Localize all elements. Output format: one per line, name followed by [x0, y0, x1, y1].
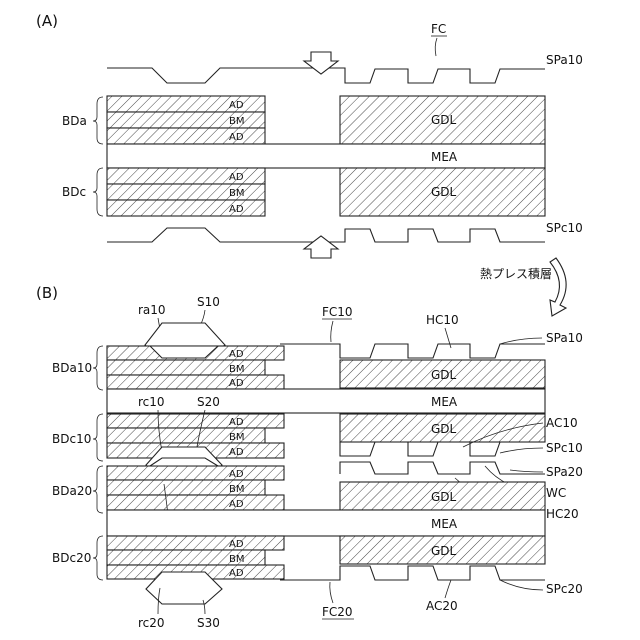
mea-label-a: MEA [431, 150, 458, 164]
separator-plate-b-spa20 [340, 462, 545, 474]
spa20-label-b: SPa20 [546, 465, 583, 479]
s30-label: S30 [197, 616, 220, 630]
ac20-leader [445, 580, 451, 598]
fc-leader [435, 38, 437, 56]
bm-label-b1: BM [229, 364, 245, 375]
ad-layer-b7 [107, 536, 284, 550]
fc10-label: FC10 [322, 305, 353, 319]
bm-label-b2: BM [229, 432, 245, 443]
ad-label-b1: AD [229, 349, 244, 360]
ad-label-b4: AD [229, 447, 244, 458]
ad-label-a2: AD [229, 132, 244, 143]
fc-label: FC [431, 22, 446, 36]
gdl-label-b2: GDL [431, 422, 457, 436]
ad-label-b5: AD [229, 469, 244, 480]
bda20-label: BDa20 [52, 484, 92, 498]
wc-label: WC [546, 486, 566, 500]
bda10-bracket [93, 346, 103, 390]
panel-a-title: (A) [36, 12, 58, 30]
bm-label-a1: BM [229, 116, 245, 127]
ad-label-b6: AD [229, 499, 244, 510]
fc20-label: FC20 [322, 605, 353, 619]
spc20-label-b: SPc20 [546, 582, 583, 596]
bm-label-b3: BM [229, 484, 245, 495]
ad-label-b3: AD [229, 417, 244, 428]
ad-layer-b2 [107, 375, 284, 389]
mea-layer-a [107, 144, 545, 168]
ra10-label: ra10 [138, 303, 166, 317]
hc20-label: HC20 [546, 507, 579, 521]
rc10-label: rc10 [138, 395, 165, 409]
separator-plate-b-top [280, 344, 545, 358]
ad-label-b8: AD [229, 568, 244, 579]
bdc20-bracket [93, 536, 103, 580]
hot-press-label: 熱プレス積層 [480, 266, 552, 281]
gdl-label-b1: GDL [431, 368, 457, 382]
bdc-label: BDc [62, 185, 86, 199]
separator-plate-b-bottom [280, 566, 545, 580]
spc10-leader-b [500, 448, 543, 453]
mea-label-b1: MEA [431, 395, 458, 409]
panel-a: (A) FC SPa10 BDa AD BM AD GDL MEA BDc [36, 12, 583, 258]
hc10-leader [445, 328, 451, 348]
bda-bracket [93, 97, 103, 144]
mea-label-b2: MEA [431, 517, 458, 531]
hc10-label: HC10 [426, 313, 459, 327]
curved-arrow-icon [550, 258, 566, 316]
bda20-bracket [93, 466, 103, 513]
bdc10-bracket [93, 414, 103, 461]
spc10-label-a: SPc10 [546, 221, 583, 235]
hot-press-step: 熱プレス積層 [480, 258, 566, 316]
spa10-leader-b [500, 338, 542, 344]
gdl-label-b4: GDL [431, 544, 457, 558]
mea-layer-b1 [107, 389, 545, 413]
ad-label-b2: AD [229, 378, 244, 389]
fc20-leader [330, 582, 333, 603]
mea-layer-b2 [107, 510, 545, 536]
s20-label: S20 [197, 395, 220, 409]
fc10-leader [331, 321, 333, 342]
bm-label-a2: BM [229, 188, 245, 199]
spa20-leader-b [510, 470, 543, 472]
bdc10-label: BDc10 [52, 432, 91, 446]
spc20-leader-b [500, 580, 543, 590]
press-arrow-down-icon [304, 52, 338, 74]
gdl-label-a-top: GDL [431, 113, 457, 127]
panel-b: (B) ra10 S10 FC10 HC10 SPa10 BDa10 AD BM… [36, 284, 583, 630]
seal-s20-core [150, 458, 218, 466]
bm-label-b4: BM [229, 554, 245, 565]
bda10-label: BDa10 [52, 361, 92, 375]
ad-layer-b3 [107, 414, 284, 428]
gdl-label-b3: GDL [431, 490, 457, 504]
spa10-label-b: SPa10 [546, 331, 583, 345]
ac10-label: AC10 [546, 416, 578, 430]
ad-layer-b5 [107, 466, 284, 480]
ad-label-a4: AD [229, 204, 244, 215]
ad-layer-b6 [107, 495, 284, 510]
ad-label-b7: AD [229, 539, 244, 550]
spc10-label-b: SPc10 [546, 441, 583, 455]
press-arrow-up-icon [304, 236, 338, 258]
panel-b-title: (B) [36, 284, 58, 302]
gdl-label-a-bottom: GDL [431, 185, 457, 199]
bda-label: BDa [62, 114, 87, 128]
ad-label-a3: AD [229, 172, 244, 183]
spa10-label-a: SPa10 [546, 53, 583, 67]
bdc20-label: BDc20 [52, 551, 91, 565]
bdc-bracket [93, 168, 103, 216]
s10-label: S10 [197, 295, 220, 309]
separator-plate-b-spc10 [340, 442, 545, 456]
ad-label-a1: AD [229, 100, 244, 111]
ac20-label: AC20 [426, 599, 458, 613]
rc20-label: rc20 [138, 616, 165, 630]
